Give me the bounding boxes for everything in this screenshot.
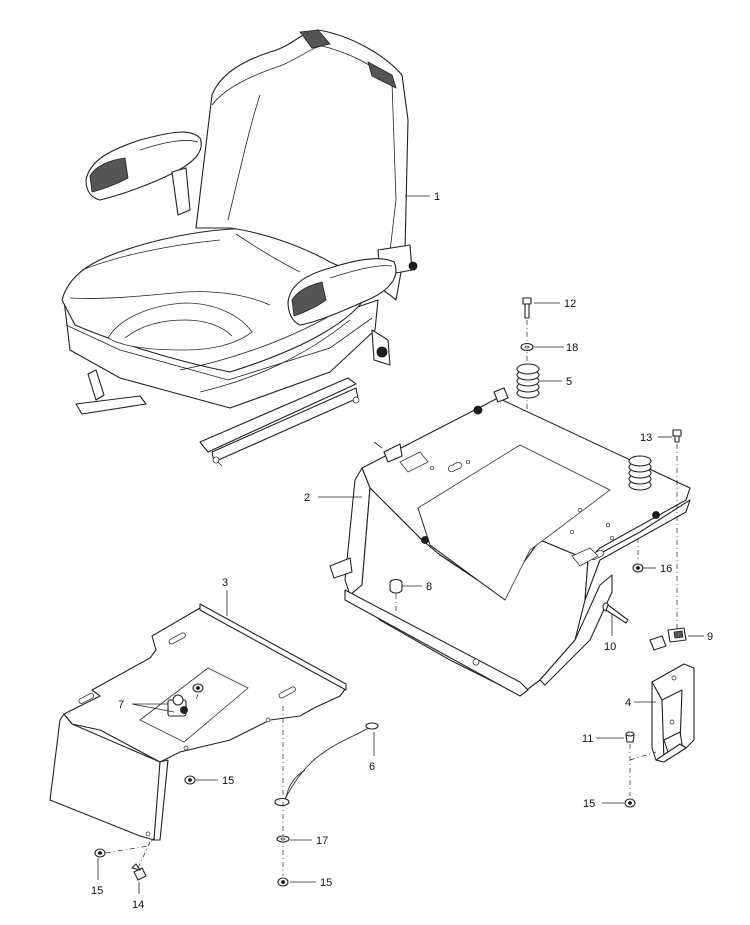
spring-5	[516, 363, 540, 399]
pin-10	[602, 602, 629, 624]
callout-15-right: 15	[583, 798, 595, 810]
nut-15-lower-left	[94, 848, 106, 858]
callout-10: 10	[604, 641, 616, 653]
bracket-4	[651, 663, 695, 763]
callout-8: 8	[426, 581, 432, 593]
callout-15-left: 15	[91, 885, 103, 897]
callout-5: 5	[566, 376, 572, 388]
callout-11: 11	[582, 733, 593, 745]
callout-15-plate: 15	[222, 775, 234, 787]
callout-15-bottom: 15	[320, 877, 332, 889]
callout-17: 17	[316, 835, 328, 847]
callout-2: 2	[304, 492, 310, 504]
bracket-right-face	[584, 499, 691, 601]
callout-3: 3	[222, 577, 228, 589]
leader-lines	[97, 195, 704, 894]
washer-18	[520, 342, 534, 352]
rear-spring	[628, 455, 652, 491]
callout-16: 16	[660, 563, 672, 575]
nut-15-bottom	[277, 877, 289, 887]
base-plate-3	[49, 603, 347, 841]
bolt-12	[522, 297, 532, 319]
left-armrest	[85, 131, 202, 216]
washer-17	[276, 835, 290, 843]
tether-cable-6	[274, 722, 379, 807]
seat-support-bracket	[329, 387, 691, 697]
bolt-13	[672, 429, 682, 443]
callout-14: 14	[132, 899, 144, 911]
seat-assembly	[61, 29, 418, 467]
nut-15-plate	[184, 775, 196, 785]
callout-4: 4	[625, 697, 631, 709]
callout-7: 7	[118, 699, 124, 711]
callout-9: 9	[707, 631, 713, 643]
callout-12: 12	[564, 298, 576, 310]
seat-slide-rails	[75, 369, 360, 467]
callout-6: 6	[369, 761, 375, 773]
callout-18: 18	[566, 342, 578, 354]
nut-15-right	[624, 798, 636, 808]
bracket-bottom-lip	[344, 589, 529, 697]
clip-9	[649, 627, 687, 651]
pin-11	[625, 731, 635, 743]
right-armrest	[287, 258, 397, 326]
bolt-14	[131, 863, 147, 881]
bumper-8	[389, 578, 403, 594]
callout-1: 1	[434, 191, 440, 203]
nut-16	[632, 563, 644, 573]
callout-13: 13	[640, 432, 652, 444]
seat-backrest	[195, 29, 409, 301]
